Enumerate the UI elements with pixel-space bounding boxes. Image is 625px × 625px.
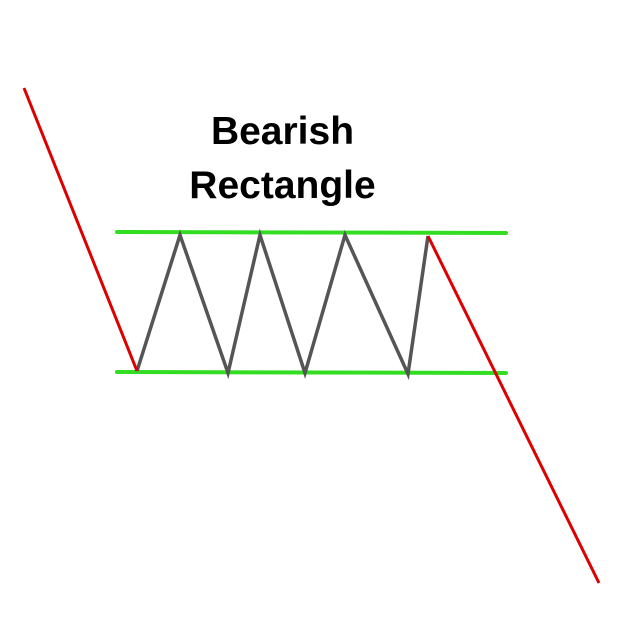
diagram-title-line-2: Rectangle <box>189 164 376 207</box>
breakout-downtrend-line <box>426 235 601 584</box>
lower-support-line <box>115 370 508 375</box>
prior-downtrend-line <box>22 87 139 372</box>
diagram-title-line-1: Bearish <box>210 110 355 153</box>
upper-resistance-line <box>115 230 508 235</box>
price-oscillation-line <box>135 228 430 381</box>
